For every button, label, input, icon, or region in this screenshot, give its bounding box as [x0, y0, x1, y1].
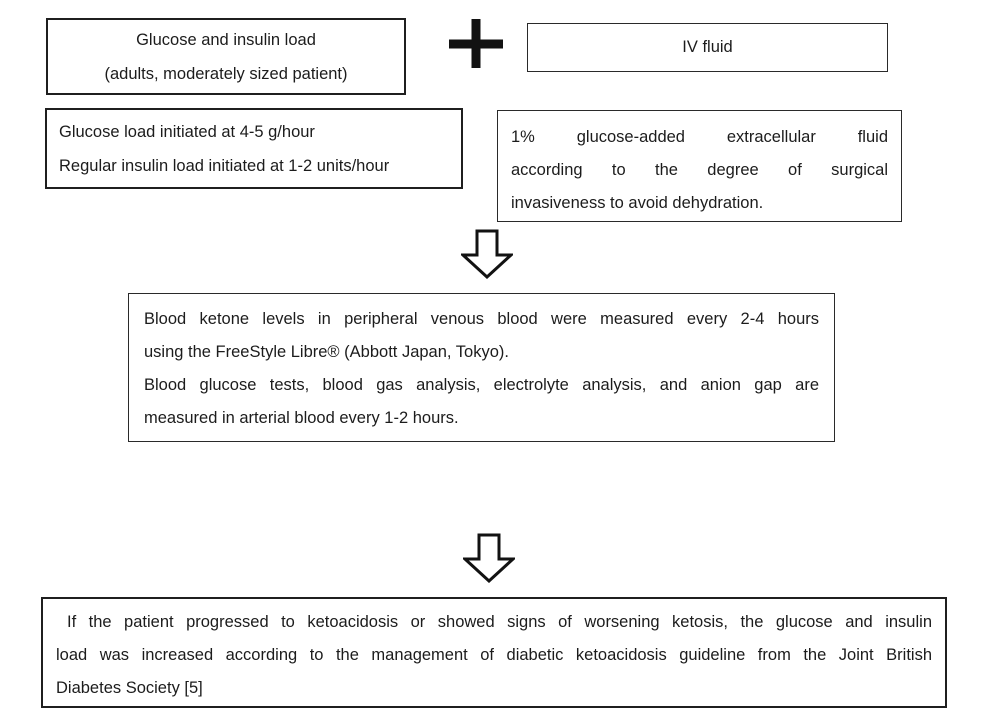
insulin-load-rate-line: Regular insulin load initiated at 1-2 un…	[59, 156, 390, 175]
down-arrow-icon-1	[459, 229, 515, 280]
iv-fluid-label: IV fluid	[682, 38, 733, 56]
monitoring-line-1: Blood ketone levels in peripheral venous…	[144, 310, 819, 328]
escalation-box: If the patient progressed to ketoacidosi…	[41, 597, 947, 708]
escalation-line-3: Diabetes Society [5]	[56, 679, 203, 697]
glucose-insulin-load-box: Glucose and insulin load (adults, modera…	[46, 18, 406, 95]
escalation-line-1: If the patient progressed to ketoacidosi…	[67, 613, 932, 631]
glucose-insulin-load-title: Glucose and insulin load	[136, 30, 316, 49]
extracellular-fluid-line-3: invasiveness to avoid dehydration.	[511, 194, 764, 212]
iv-fluid-box: IV fluid	[527, 23, 888, 72]
escalation-line-2: load was increased according to the mana…	[56, 646, 932, 664]
glucose-load-rate-line: Glucose load initiated at 4-5 g/hour	[59, 122, 315, 141]
monitoring-line-3: Blood glucose tests, blood gas analysis,…	[144, 376, 819, 394]
extracellular-fluid-line-2: according to the degree of surgical	[511, 161, 888, 179]
glucose-insulin-load-subtitle: (adults, moderately sized patient)	[104, 64, 348, 83]
extracellular-fluid-box: 1% glucose-added extracellular fluid acc…	[497, 110, 902, 222]
monitoring-box: Blood ketone levels in peripheral venous…	[128, 293, 835, 442]
down-arrow-icon-2	[461, 533, 517, 584]
extracellular-fluid-line-1: 1% glucose-added extracellular fluid	[511, 128, 888, 146]
monitoring-line-4: measured in arterial blood every 1-2 hou…	[144, 409, 459, 427]
plus-icon	[449, 19, 503, 69]
load-rates-box: Glucose load initiated at 4-5 g/hour Reg…	[45, 108, 463, 189]
monitoring-line-2: using the FreeStyle Libre® (Abbott Japan…	[144, 343, 509, 361]
